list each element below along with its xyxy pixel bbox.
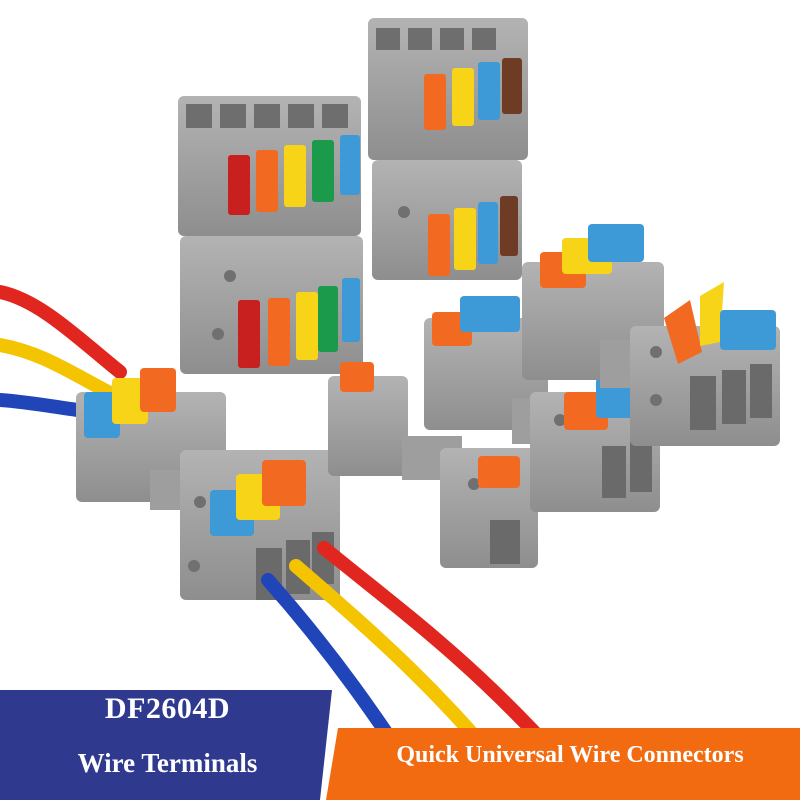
banner-left-shape [0, 690, 332, 800]
product-type-label: Wire Terminals [77, 748, 258, 778]
connector-4way-back-right [368, 18, 528, 280]
connector-3way-right [522, 224, 780, 446]
banner-right-shape [326, 728, 800, 800]
tagline: Quick Universal Wire Connectors [396, 742, 744, 768]
connector-5way-back-left [178, 96, 363, 374]
connector-1way-center [328, 362, 538, 568]
model-code: DF2604D [104, 692, 231, 725]
connector-3way-front-left [76, 368, 340, 600]
